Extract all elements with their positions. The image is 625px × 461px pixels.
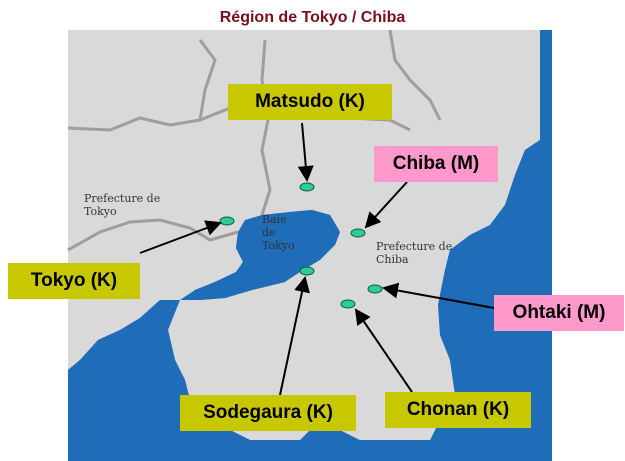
marker-chiba [350,228,366,238]
site-label-chiba: Chiba (M) [374,146,498,182]
arrow-tokyo [139,220,222,254]
arrow-matsudo [297,122,314,182]
site-label-matsudo: Matsudo (K) [228,84,392,120]
marker-matsudo [299,182,315,192]
tokyo-bay [195,210,340,300]
arrow-chiba [364,181,408,229]
map-title: Région de Tokyo / Chiba [219,9,406,26]
site-label-sodegaura: Sodegaura (K) [180,395,356,431]
marker-ohtaki [367,284,383,294]
site-label-chonan: Chonan (K) [385,392,531,428]
site-label-tokyo: Tokyo (K) [8,263,140,299]
arrow-chonan [354,308,413,393]
label-tokyo-bay: Baie de Tokyo [262,213,295,252]
site-markers [219,182,383,309]
site-label-ohtaki: Ohtaki (M) [494,295,624,331]
pointer-arrows [139,122,495,396]
marker-tokyo [219,216,235,226]
label-chiba-prefecture: Prefecture de Chiba [376,240,453,266]
label-tokyo-prefecture: Prefecture de Tokyo [84,192,161,218]
boso-peninsula [240,245,455,440]
arrow-ohtaki [382,282,495,309]
sagami-sea [68,300,250,461]
marker-sodegaura [299,266,315,276]
arrow-sodegaura [279,276,310,396]
marker-chonan [340,299,356,309]
